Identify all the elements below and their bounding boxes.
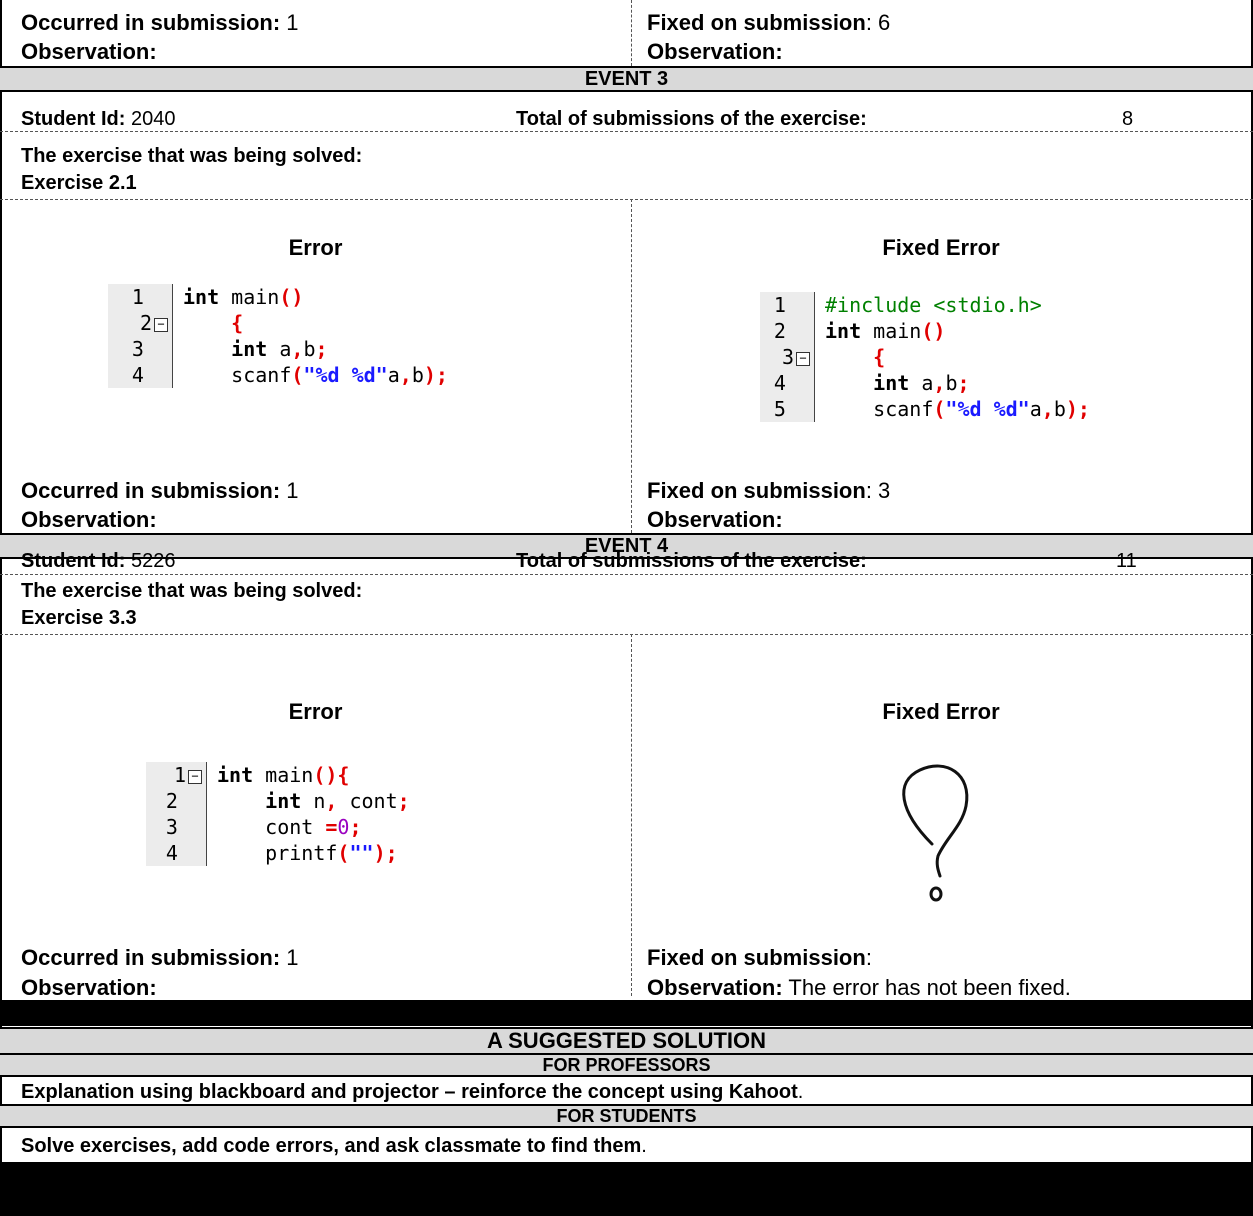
column-divider xyxy=(631,199,632,533)
fixed-row: Fixed on submission: 6 xyxy=(647,11,890,35)
event4-title: EVENT 4 xyxy=(584,535,669,557)
divider xyxy=(0,574,1253,575)
divider xyxy=(0,131,1253,132)
student-id-label: Student Id: xyxy=(21,108,126,130)
students-header: FOR STUDENTS xyxy=(0,1104,1253,1128)
event4-fixed-heading: Fixed Error xyxy=(882,699,1000,724)
event4-student-id: Student Id: 5226 xyxy=(21,550,176,572)
event3-observation-right: Observation: xyxy=(647,507,783,532)
solution-title: A SUGGESTED SOLUTION xyxy=(0,1027,1253,1055)
fixed-value: : 6 xyxy=(865,10,891,35)
event3-header: EVENT 3 xyxy=(0,66,1253,92)
event4-error-heading: Error xyxy=(288,699,343,724)
event3-total-label: Total of submissions of the exercise: xyxy=(516,108,867,130)
student-id-value: 2040 xyxy=(131,108,176,130)
event3-total-value: 8 xyxy=(1122,108,1134,130)
divider xyxy=(0,634,1253,635)
divider xyxy=(0,199,1253,200)
column-divider xyxy=(631,0,632,66)
event3-occurred: Occurred in submission: 1 xyxy=(21,478,299,503)
event4-exercise-label: The exercise that was being solved: xyxy=(21,580,363,602)
event4-total-value: 11 xyxy=(1116,550,1137,572)
event3-student-id: Student Id: 2040 xyxy=(21,108,176,130)
event3-observation-left: Observation: xyxy=(21,507,157,532)
occurred-label: Occurred in submission: xyxy=(21,10,281,35)
event4-fixed-on: Fixed on submission: xyxy=(647,945,872,970)
event4-occurred: Occurred in submission: 1 xyxy=(21,945,299,970)
event3-fixed-on: Fixed on submission: 3 xyxy=(647,478,891,503)
observation-label: Observation: xyxy=(21,39,157,64)
event4-observation-right: Observation: The error has not been fixe… xyxy=(647,975,1071,1000)
event4-observation-left: Observation: xyxy=(21,975,157,1000)
event3-title: EVENT 3 xyxy=(584,68,669,90)
right-border xyxy=(1251,0,1253,1162)
solution-black-band-top xyxy=(0,1000,1253,1026)
event3-fixed-heading: Fixed Error xyxy=(882,235,1000,260)
event3-error-heading: Error xyxy=(288,235,343,260)
professors-header: FOR PROFESSORS xyxy=(0,1053,1253,1077)
divider xyxy=(0,1162,1253,1164)
event4-error-code: 1−int main(){ 2 int n, cont; 3 cont =0; … xyxy=(146,762,410,866)
professors-text: Explanation using blackboard and project… xyxy=(21,1081,804,1103)
event4-exercise-value: Exercise 3.3 xyxy=(21,607,137,629)
event4-total-label: Total of submissions of the exercise: xyxy=(516,550,867,572)
occurred-value: 1 xyxy=(286,10,299,35)
occurred-row: Occurred in submission: 1 xyxy=(21,11,299,35)
observation-label-right: Observation: xyxy=(647,39,783,64)
event3-exercise-label: The exercise that was being solved: xyxy=(21,145,363,167)
fixed-label: Fixed on submission xyxy=(647,10,866,35)
event3-error-code: 1 int main() 2− { 3 int a,b; 4 scanf("%d… xyxy=(108,284,448,388)
event4-header: EVENT 4 xyxy=(0,533,1253,559)
column-divider xyxy=(631,634,632,996)
solution-black-band-bottom xyxy=(0,1164,1253,1216)
event3-fixed-code: 1 #include <stdio.h> 2 int main() 3− { 4… xyxy=(760,292,1090,422)
question-mark-drawing-icon xyxy=(902,764,969,902)
students-text: Solve exercises, add code errors, and as… xyxy=(21,1135,647,1157)
event3-exercise-value: Exercise 2.1 xyxy=(21,172,137,194)
left-border xyxy=(0,0,2,1162)
